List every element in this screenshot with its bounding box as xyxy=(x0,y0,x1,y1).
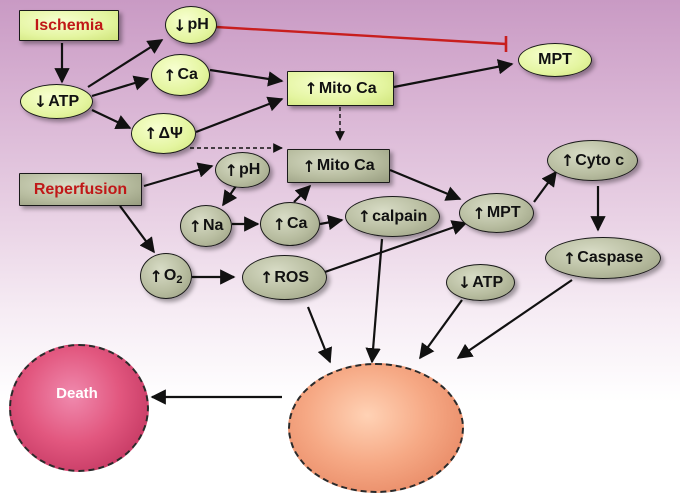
atp-decrease-label: ATP xyxy=(48,92,80,110)
up-arrow-icon: ↑ xyxy=(144,124,158,143)
mpt-top-node: MPT xyxy=(518,43,592,77)
ph-decrease-node: ↓ pH xyxy=(165,6,217,44)
atp-decrease-label-2: ATP xyxy=(472,273,504,291)
up-arrow-icon: ↑ xyxy=(259,268,274,287)
arrow-deltapsi-mitoca xyxy=(195,96,284,134)
arrow-mitoca2-mpt xyxy=(389,168,462,201)
arrow-mpt-cytoc xyxy=(533,170,557,203)
o2-subscript: 2 xyxy=(176,274,183,286)
ph-increase-node: ↑ pH xyxy=(215,152,270,188)
atp-decrease-node-2: ↓ ATP xyxy=(446,264,515,301)
ros-node: ↑ ROS xyxy=(242,255,327,300)
arrow-atp-ca xyxy=(91,75,150,98)
arrow-ca-calpain xyxy=(319,214,344,231)
death-label: Death xyxy=(56,385,98,402)
arrow-atp-deltapsi xyxy=(91,109,132,130)
up-arrow-icon: ↑ xyxy=(149,266,163,286)
ph-increase-label: pH xyxy=(239,161,261,178)
dead-cell-image xyxy=(9,344,149,472)
na-label: Na xyxy=(202,217,224,234)
ischemia-node: Ischemia xyxy=(19,10,119,41)
down-arrow-icon: ↓ xyxy=(173,15,187,35)
ros-label: ROS xyxy=(274,268,310,286)
arrow-caspase-cell xyxy=(456,279,573,359)
reperfusion-label: Reperfusion xyxy=(33,180,128,198)
inhibit-line-ph-mpt xyxy=(215,25,507,46)
living-cell-image xyxy=(288,363,464,493)
ca-increase-label-2: Ca xyxy=(286,215,308,232)
ph-decrease-label: pH xyxy=(187,16,209,33)
arrow-ros-mpt xyxy=(321,220,468,275)
up-arrow-icon: ↑ xyxy=(163,65,177,85)
up-arrow-icon: ↑ xyxy=(562,248,577,268)
up-arrow-icon: ↑ xyxy=(472,203,486,223)
ischemia-label: Ischemia xyxy=(34,16,104,34)
arrow-reperfusion-ph xyxy=(143,162,214,188)
cyto-c-node: ↑ Cyto c xyxy=(547,140,638,181)
mito-ca-node-2: ↑ Mito Ca xyxy=(287,149,390,183)
calpain-label: calpain xyxy=(372,207,428,225)
arrow-ca-mitoca xyxy=(209,68,284,87)
mpt-node-2: ↑ MPT xyxy=(459,193,534,233)
delta-psi-label: ΔΨ xyxy=(158,124,183,142)
up-arrow-icon: ↑ xyxy=(272,214,286,234)
mito-ca-label-1: Mito Ca xyxy=(318,79,377,97)
mpt-label-2: MPT xyxy=(486,204,521,221)
arrow-ph-na xyxy=(222,185,238,207)
delta-psi-node: ↑ ΔΨ xyxy=(131,113,196,154)
mito-ca-node-1: ↑ Mito Ca xyxy=(287,71,394,106)
down-arrow-icon: ↓ xyxy=(457,273,472,292)
up-arrow-icon: ↑ xyxy=(357,207,372,226)
mpt-top-label: MPT xyxy=(538,51,572,68)
down-arrow-icon: ↓ xyxy=(33,92,48,111)
ca-increase-node-2: ↑ Ca xyxy=(260,202,320,246)
o2-label: O xyxy=(163,267,177,284)
na-node: ↑ Na xyxy=(180,205,232,247)
arrow-atp-cell xyxy=(419,299,463,360)
up-arrow-icon: ↑ xyxy=(224,160,239,180)
up-arrow-icon: ↑ xyxy=(560,151,575,170)
arrow-ros-cell xyxy=(306,306,333,364)
reperfusion-node: Reperfusion xyxy=(19,173,142,206)
up-arrow-icon: ↑ xyxy=(302,156,316,176)
mito-ca-label-2: Mito Ca xyxy=(316,157,375,174)
arrow-reperfusion-o2 xyxy=(119,205,155,254)
arrow-mitoca-mpt xyxy=(393,59,514,89)
calpain-node: ↑ calpain xyxy=(345,196,440,237)
ca-increase-node: ↑ Ca xyxy=(151,54,210,96)
ca-increase-label: Ca xyxy=(177,66,198,83)
arrow-atp-ph xyxy=(87,39,164,88)
cyto-c-label: Cyto c xyxy=(575,151,625,169)
caspase-node: ↑ Caspase xyxy=(545,237,661,279)
arrow-calpain-cell xyxy=(365,238,384,364)
up-arrow-icon: ↑ xyxy=(188,216,202,236)
atp-decrease-node: ↓ ATP xyxy=(20,84,93,119)
arrow-ca-mitoca2 xyxy=(293,184,312,203)
up-arrow-icon: ↑ xyxy=(304,79,318,98)
caspase-label: Caspase xyxy=(577,249,644,266)
